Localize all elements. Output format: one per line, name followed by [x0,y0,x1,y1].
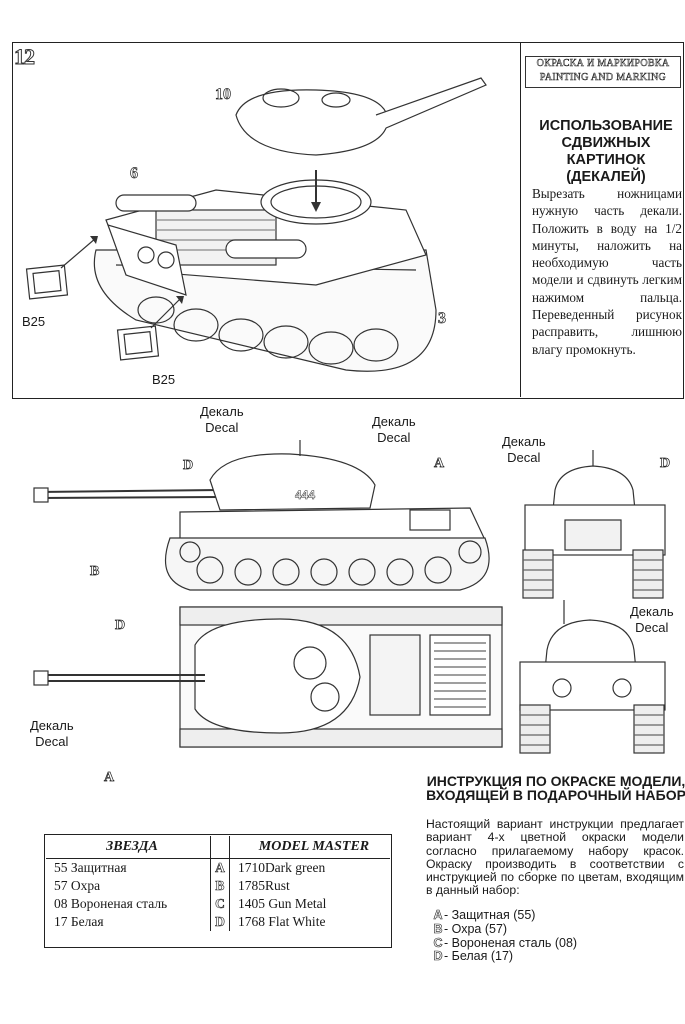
side-view-illustration [33,440,490,591]
table-row: 55 Защитная A 1710Dark green [54,858,326,877]
callout-a: A [104,770,115,786]
header-model-master: MODEL MASTER [229,836,390,859]
assembly-illustration [25,77,487,372]
list-item: A- Защитная (55) [433,908,536,922]
table-row: 17 Белая D 1768 Flat White [54,913,326,931]
callout-d: D [183,458,194,474]
section-header: ОКРАСКА И МАРКИРОВКА PAINTING AND MARKIN… [525,56,681,88]
list-item: B- Охра (57) [433,921,508,936]
step-3-label: 3 [438,310,447,328]
callout-a: A [434,456,445,472]
table-row: 57 Охра B 1785Rust [54,877,290,895]
top-view-illustration [33,606,503,748]
paint-color-list: A- Защитная (55) B- Охра (57) C- Воронен… [432,908,578,964]
section-header-ru: ОКРАСКА И МАРКИРОВКА [536,58,670,70]
rear-view-illustration [519,600,666,754]
step-10-label: 10 [215,86,232,104]
painting-instructions-text: Настоящий вариант инструкции предлагает … [426,817,684,898]
list-item: C- Вороненая сталь (08) [433,935,578,950]
callout-b: B [90,564,100,580]
color-table: ЗВЕЗДА MODEL MASTER 55 Защитная A 1710Da… [46,836,390,931]
turret-number-decal: 444 [295,488,316,503]
table-row: 08 Вороненая сталь C 1405 Gun Metal [54,895,327,913]
painting-instructions-title: ИНСТРУКЦИЯ ПО ОКРАСКЕ МОДЕЛИ, ВХОДЯЩЕЙ В… [426,773,685,803]
color-table-frame [44,834,392,948]
decal-instructions-title: ИСПОЛЬЗОВАНИЕ СДВИЖНЫХ КАРТИНОК (ДЕКАЛЕЙ… [539,118,673,185]
callout-d: D [660,456,671,472]
list-item: D- Белая (17) [433,949,514,964]
step-6-label: 6 [130,165,139,183]
top-panel-frame [12,42,684,399]
part-b25-label: B25 [152,372,176,387]
part-b25-label: B25 [22,314,46,329]
callout-d: D [115,618,126,634]
decal-panel-divider [520,42,521,397]
decal-instructions-text: Вырезать ножницами нужную часть декали. … [532,186,682,357]
page-number: 12 [14,44,36,70]
table-header-row: ЗВЕЗДА MODEL MASTER [46,836,390,859]
header-zvezda: ЗВЕЗДА [46,836,211,859]
section-header-en: PAINTING AND MARKING [539,72,667,84]
front-view-illustration [522,450,666,599]
